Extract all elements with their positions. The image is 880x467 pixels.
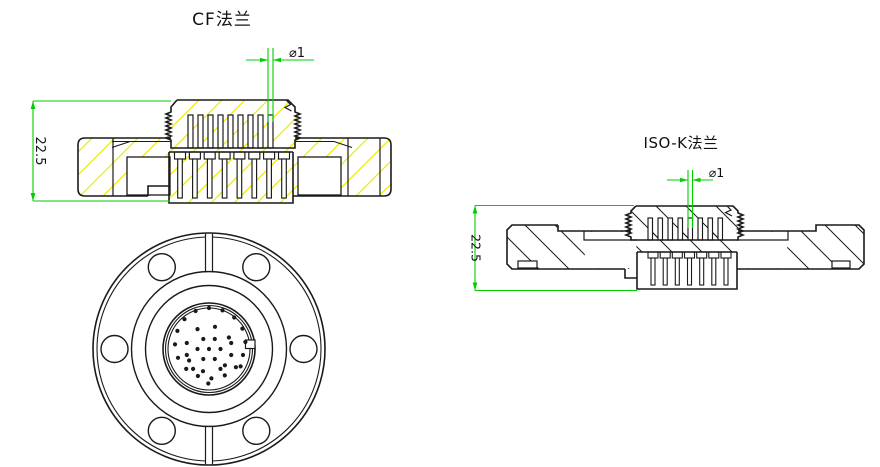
cf-bottom-pins <box>173 151 291 199</box>
iso-pin-diameter-dimension <box>667 170 713 228</box>
cf-keying-notch <box>244 339 256 350</box>
iso-height-dimension-text: 22.5 <box>469 234 484 262</box>
cf-flange-view: CF法兰 <box>30 10 392 466</box>
cf-outer-rim <box>92 232 326 466</box>
iso-left-clamp-groove <box>517 260 538 269</box>
iso-bottom-pins <box>647 251 732 286</box>
cf-bolt-holes <box>100 253 318 445</box>
iso-shell-fill <box>626 206 743 240</box>
iso-k-title: ISO-K法兰 <box>644 134 719 152</box>
cf-break-hook <box>283 99 292 112</box>
cf-bottom-block-fill <box>169 152 293 203</box>
cf-top-pin-slots <box>187 114 274 149</box>
cf-height-dimension <box>30 100 171 202</box>
cf-title: CF法兰 <box>192 10 252 30</box>
iso-right-clamp-groove <box>831 260 851 269</box>
iso-height-dimension <box>472 204 637 292</box>
cf-outlines <box>77 99 392 204</box>
iso-pin-diameter-text: ⌀1 <box>709 165 724 180</box>
cf-front-view <box>92 232 326 466</box>
iso-k-section-view: 22.5 ⌀1 <box>469 165 865 292</box>
iso-outlines <box>506 205 865 290</box>
iso-break-hook <box>724 205 733 217</box>
cf-pin-dots <box>172 305 248 386</box>
cf-right-counterbore <box>297 156 342 196</box>
cf-rim-slots <box>204 233 214 465</box>
iso-k-flange-view: ISO-K法兰 <box>469 134 865 292</box>
cf-pin-diameter-dimension <box>246 48 314 122</box>
cf-boss-ring-inner <box>144 284 274 414</box>
cf-height-dimension-text: 22.5 <box>32 137 47 166</box>
cf-section-view: 22.5 ⌀1 <box>30 46 392 204</box>
cf-pin-diameter-text: ⌀1 <box>289 46 305 61</box>
